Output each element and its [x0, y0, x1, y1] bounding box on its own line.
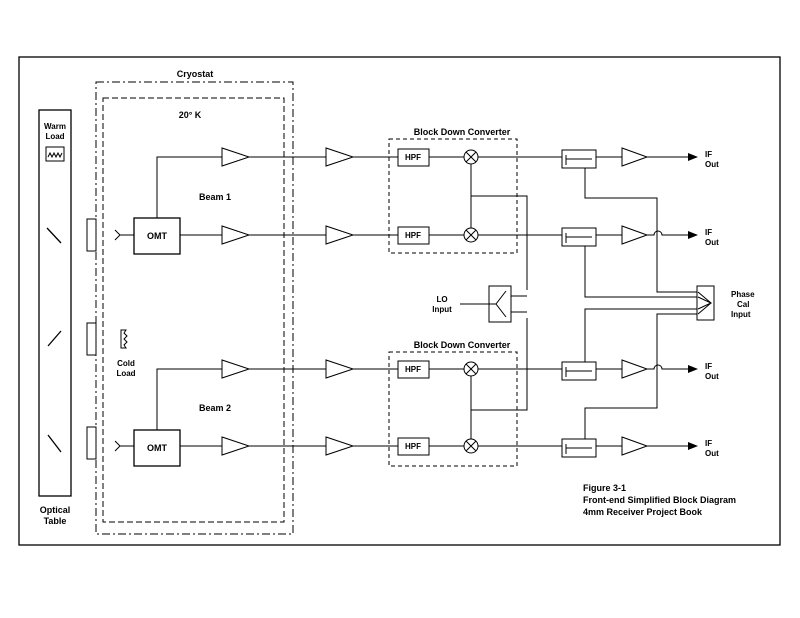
mirror-icon-1: [46, 227, 62, 244]
mixer-icon-1: [463, 149, 479, 165]
if-out-label-2b: Out: [705, 238, 719, 247]
figure-caption-line-2: Front-end Simplified Block Diagram: [583, 495, 736, 505]
warm-amp-3: [325, 359, 355, 379]
if-out-label-4b: Out: [705, 449, 719, 458]
cold-load-icon: [120, 329, 128, 349]
if-out-label-1b: Out: [705, 160, 719, 169]
if-out-label-1a: IF: [705, 150, 712, 159]
lo-splitter-icon: [460, 290, 507, 318]
feed-horn-icon-2: [114, 440, 134, 452]
bdc2-label: Block Down Converter: [414, 340, 511, 350]
coupler-3: [561, 361, 597, 381]
figure-caption-line-3: 4mm Receiver Project Book: [583, 507, 703, 517]
phase-cal-splitter: [696, 285, 715, 321]
if-amp-2: [621, 225, 649, 245]
omt-beam2-label: OMT: [147, 443, 167, 453]
if-out-label-2a: IF: [705, 228, 712, 237]
cold-amp-1: [221, 147, 251, 167]
warm-amp-1: [325, 147, 355, 167]
phase-cal-splitter-icon: [697, 291, 713, 315]
phase-cal-line-2: [584, 246, 697, 298]
if-amp-1: [621, 147, 649, 167]
cold-amp-4: [221, 436, 251, 456]
beam1-label: Beam 1: [199, 192, 231, 202]
if-out-label-3a: IF: [705, 362, 712, 371]
warm-load-zigzag-icon: [47, 151, 63, 159]
if-out-arrow-2: [647, 230, 698, 239]
lo-line-lower: [471, 318, 528, 411]
cryostat-boundary: [95, 81, 294, 535]
omt-beam1-label: OMT: [147, 231, 167, 241]
omt1-upper-line: [156, 156, 222, 218]
hpf-2-label: HPF: [405, 231, 421, 240]
mirror-icon-2: [47, 330, 62, 347]
if-amp-3: [621, 359, 649, 379]
phase-cal-label-2: Cal: [737, 300, 749, 309]
mixer-icon-3: [463, 361, 479, 377]
cold-stage-boundary: [102, 97, 285, 523]
cryostat-label: Cryostat: [177, 69, 214, 79]
window-1: [86, 218, 97, 252]
coupler-1: [561, 149, 597, 169]
warm-amp-2: [325, 225, 355, 245]
if-amp-4: [621, 436, 649, 456]
feed-horn-icon-1: [114, 229, 134, 241]
phase-cal-line-3: [584, 308, 697, 362]
hpf-1-label: HPF: [405, 153, 421, 162]
cold-amp-3: [221, 359, 251, 379]
phase-cal-label-3: Input: [731, 310, 751, 319]
beam2-label: Beam 2: [199, 403, 231, 413]
optical-table-label-1: Optical: [40, 505, 71, 515]
hpf-4-label: HPF: [405, 442, 421, 451]
phase-cal-line-4: [584, 313, 697, 439]
warm-load-label-2: Load: [45, 132, 64, 141]
coupler-2: [561, 227, 597, 247]
hpf-3-label: HPF: [405, 365, 421, 374]
figure-caption-line-1: Figure 3-1: [583, 483, 626, 493]
if-out-label-4a: IF: [705, 439, 712, 448]
lo-input-label-1: LO: [436, 295, 447, 304]
bdc1-label: Block Down Converter: [414, 127, 511, 137]
phase-cal-label-1: Phase: [731, 290, 755, 299]
if-out-label-3b: Out: [705, 372, 719, 381]
temperature-label: 20° K: [179, 110, 202, 120]
window-3: [86, 426, 97, 460]
lo-line-upper: [471, 195, 528, 290]
cold-amp-2: [221, 225, 251, 245]
cold-load-label-2: Load: [116, 369, 135, 378]
warm-load-icon: [45, 146, 65, 162]
cold-load-label-1: Cold: [117, 359, 135, 368]
lo-input-label-2: Input: [432, 305, 452, 314]
warm-load-label-1: Warm: [44, 122, 66, 131]
optical-table-label-2: Table: [44, 516, 67, 526]
mirror-icon-3: [47, 434, 62, 453]
if-out-arrow-3: [647, 364, 698, 373]
window-2: [86, 322, 97, 356]
mixer-icon-4: [463, 438, 479, 454]
mixer-icon-2: [463, 227, 479, 243]
coupler-4: [561, 438, 597, 458]
phase-cal-line-1: [584, 168, 697, 293]
omt2-upper-line: [156, 368, 222, 430]
outer-frame: [18, 56, 781, 546]
optical-table: [38, 109, 72, 497]
block-down-converter-2: [388, 351, 518, 467]
warm-amp-4: [325, 436, 355, 456]
